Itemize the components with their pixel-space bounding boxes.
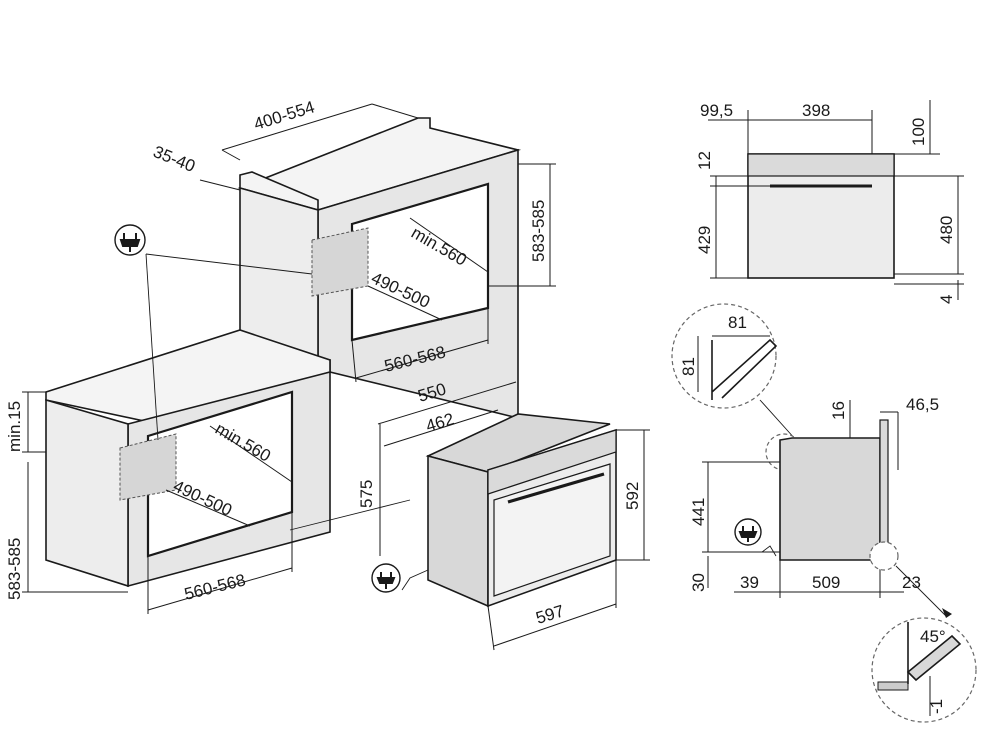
- oven-handle: [507, 472, 605, 504]
- detail-door-edge: [906, 634, 962, 682]
- detail-leader-lower: [895, 565, 947, 617]
- detail-door-angle: 45° -1: [871, 565, 977, 723]
- dim-under-min: min.15: [5, 401, 24, 452]
- dim-oven-body-height: 575: [357, 480, 376, 508]
- dim-front-4: 4: [937, 295, 956, 304]
- dim-side-509: 509: [812, 573, 840, 592]
- oven-control-panel: [487, 429, 617, 495]
- dim-side-23: 23: [902, 573, 921, 592]
- dim-detail-neg1: -1: [927, 699, 946, 714]
- dim-side-46: 46,5: [906, 395, 939, 414]
- plug-leader-lower: [145, 253, 159, 441]
- under-counter-cabinet: [45, 329, 331, 588]
- dim-back-gap: 35-40: [151, 142, 198, 176]
- side-view-door: [879, 419, 889, 561]
- oven-side-view: 16 46,5 441 30 39 509 23: [689, 395, 939, 598]
- power-plug-icon: [734, 518, 762, 546]
- dim-oven-height: 592: [623, 482, 642, 510]
- dim-detail-81h: 81: [679, 357, 698, 376]
- dim-oven-width: 597: [534, 601, 567, 627]
- side-view-body: [779, 437, 881, 561]
- ref-line: [289, 499, 411, 531]
- dim-top-depth: 400-554: [252, 97, 317, 133]
- front-view-panel: [747, 153, 895, 177]
- dim-oven-body-depth: 462: [424, 409, 457, 435]
- power-plug-icon: [371, 563, 401, 593]
- oven-dimensions: 550 462 575 592 597: [357, 379, 650, 651]
- oven-side: [427, 454, 489, 608]
- side-view-cable: [761, 545, 777, 557]
- detail-corner: 81 81: [671, 303, 797, 441]
- column-top-step: [239, 171, 319, 212]
- dim-front-left: 99,5: [700, 101, 733, 120]
- oven-cable: [401, 569, 429, 591]
- oven-isometric: [401, 413, 617, 608]
- dim-side-16: 16: [829, 401, 848, 420]
- dim-under-height: 583-585: [5, 538, 24, 600]
- detail-corner-edge: [711, 338, 778, 400]
- dim-side-39: 39: [740, 573, 759, 592]
- column-cabinet: [237, 117, 522, 420]
- under-socket-area: [119, 433, 177, 501]
- dim-column-height: 583-585: [529, 200, 548, 262]
- dim-front-429: 429: [695, 226, 714, 254]
- dim-front-width: 398: [802, 101, 830, 120]
- detail-leader-upper: [759, 399, 797, 441]
- plug-leader-upper: [145, 253, 313, 275]
- dim-front-top: 100: [909, 118, 928, 146]
- dim-side-30: 30: [689, 573, 708, 592]
- dim-detail-81w: 81: [728, 313, 747, 332]
- power-plug-icon: [114, 224, 146, 256]
- under-side: [45, 398, 129, 588]
- dim-under-hole-width: 560-568: [182, 570, 247, 604]
- dim-front-12: 12: [695, 151, 714, 170]
- oven-front-view: 99,5 398 100 12 429 480 4: [695, 100, 964, 304]
- dim-side-441: 441: [689, 498, 708, 526]
- dim-front-480: 480: [937, 216, 956, 244]
- dim-detail-45: 45°: [920, 627, 946, 646]
